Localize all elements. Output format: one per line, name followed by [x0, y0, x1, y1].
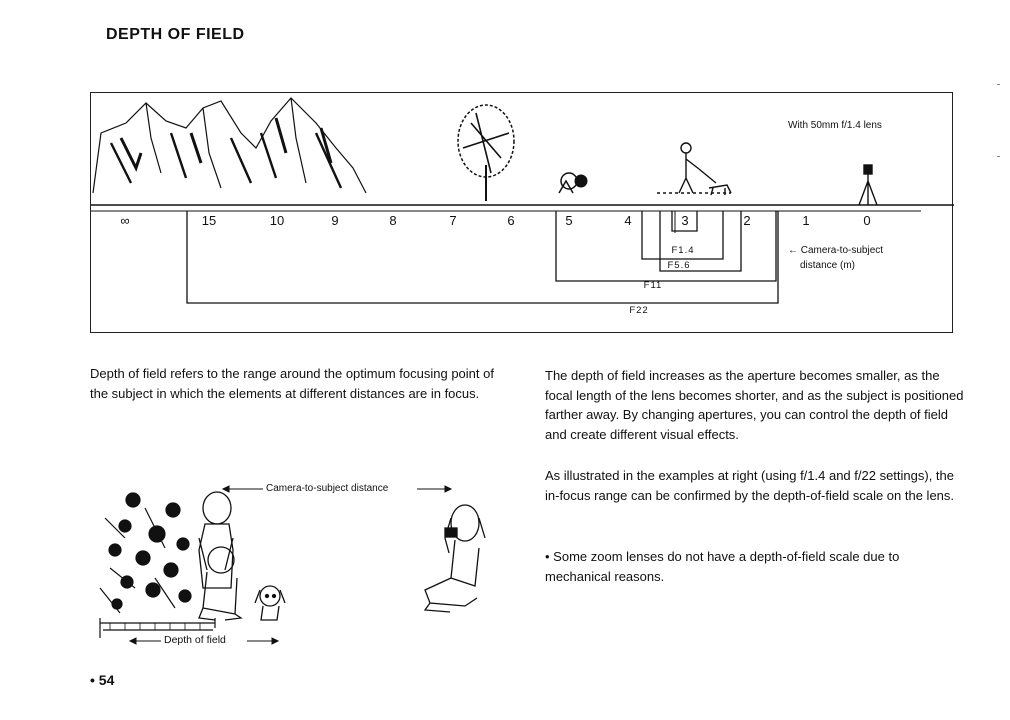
tripod-camera-illustration: [858, 164, 878, 206]
page-number: • 54: [90, 672, 114, 688]
explanation-paragraph: The depth of field increases as the aper…: [545, 368, 964, 442]
flower-bush-illustration: [99, 492, 216, 638]
mountains-illustration: [92, 97, 367, 194]
aperture-label-f1-4: F1.4: [671, 245, 695, 256]
person-with-dog-illustration: [657, 142, 732, 196]
edge-mark: [997, 84, 1000, 85]
aperture-label-f5-6: F5.6: [667, 260, 691, 271]
scale-number: 8: [389, 213, 397, 228]
scale-number: 9: [331, 213, 339, 228]
example-paragraph: As illustrated in the examples at right …: [545, 468, 955, 503]
depth-of-field-scale-figure: With 50mm f/1.4 lens ∞ 15 10 9 8 7 6 5 4…: [90, 92, 954, 333]
bullet: •: [90, 672, 95, 688]
scale-number: 6: [507, 213, 515, 228]
tree-illustration: [457, 104, 515, 201]
children-illustration: [198, 491, 243, 621]
page-number-value: 54: [98, 672, 115, 688]
scale-number: 1: [802, 213, 810, 228]
edge-mark: [997, 156, 1000, 157]
dog-illustration: [254, 585, 286, 621]
scale-number: 0: [863, 213, 871, 228]
camera-to-subject-label: Camera-to-subject distance: [266, 483, 389, 494]
scale-artwork: [91, 97, 954, 304]
distance-caption-line2: distance (m): [800, 260, 856, 271]
scale-number: 4: [624, 213, 632, 228]
aperture-brackets: [186, 211, 779, 304]
depth-of-field-arrow: [128, 637, 280, 645]
photographer-illustration: [423, 504, 486, 613]
flower-illustration: [558, 172, 588, 194]
scale-number: 2: [743, 213, 751, 228]
scale-number: 7: [449, 213, 457, 228]
scale-number: 10: [269, 213, 285, 228]
distance-caption-line1: ← Camera-to-subject: [788, 245, 884, 256]
scale-number: ∞: [120, 213, 130, 228]
scale-number: 5: [565, 213, 573, 228]
depth-of-field-label: Depth of field: [164, 634, 226, 646]
scale-number: 15: [201, 213, 217, 228]
definition-paragraph: Depth of field refers to the range aroun…: [90, 366, 494, 401]
scale-number: 3: [681, 213, 689, 228]
family-photo-illustration: [99, 485, 486, 645]
distance-caption: ← Camera-to-subject distance (m): [788, 243, 883, 273]
note-paragraph: • Some zoom lenses do not have a depth-o…: [545, 549, 900, 584]
page-title: DEPTH OF FIELD: [106, 26, 245, 43]
aperture-label-f22: F22: [629, 305, 649, 316]
lens-note: With 50mm f/1.4 lens: [788, 120, 882, 131]
camera-distance-arrow: [221, 485, 453, 493]
aperture-label-f11: F11: [643, 280, 663, 291]
